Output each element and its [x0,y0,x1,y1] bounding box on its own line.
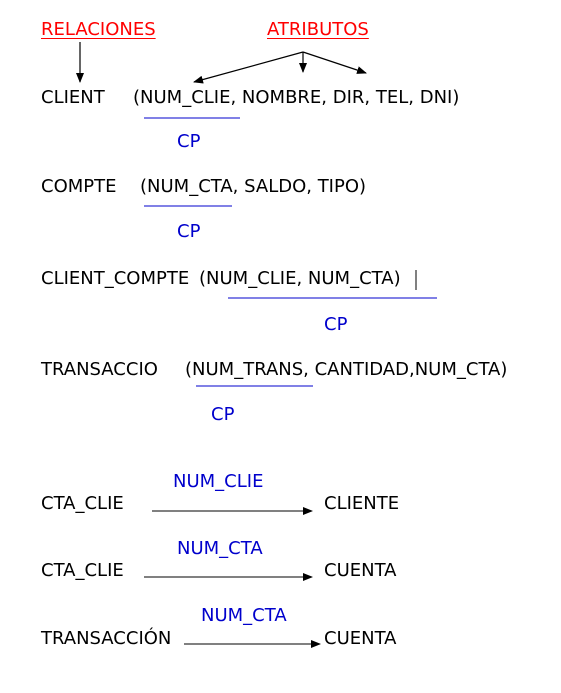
relation-client-key-label: CP [177,131,201,152]
relation-compte-attributes: (NUM_CTA, SALDO, TIPO) [140,176,367,197]
relation-client-compte-attributes: (NUM_CLIE, NUM_CTA) [199,268,401,289]
atributos-arrow-right [302,51,367,74]
relation-transaccio-attributes: (NUM_TRANS, CANTIDAD,NUM_CTA) [185,359,508,380]
fk-2-from: CTA_CLIE [41,560,124,581]
relation-transaccio-key-label: CP [211,404,235,425]
fk-1-from: CTA_CLIE [41,493,124,514]
relation-client-attributes: (NUM_CLIE, NOMBRE, DIR, TEL, DNI) [133,87,460,108]
relation-client-compte-name: CLIENT_COMPTE [41,268,190,289]
relation-compte-key-label: CP [177,221,201,242]
fk-2-via: NUM_CTA [177,538,263,559]
relation-transaccio-name: TRANSACCIO [41,359,158,380]
fk-3-to: CUENTA [324,628,397,649]
fk-1-to: CLIENTE [324,493,400,514]
atributos-arrow-left [193,51,304,84]
relaciones-header: RELACIONES [41,19,156,40]
fk-2-to: CUENTA [324,560,397,581]
relation-compte-name: COMPTE [41,176,117,197]
fk-3-from: TRANSACCIÓN [41,628,172,649]
relation-client-name: CLIENT [41,87,105,108]
atributos-header: ATRIBUTOS [267,19,369,40]
fk-1-via: NUM_CLIE [173,471,264,492]
fk-3-via: NUM_CTA [201,605,287,626]
relation-client-compte-key-label: CP [324,314,348,335]
